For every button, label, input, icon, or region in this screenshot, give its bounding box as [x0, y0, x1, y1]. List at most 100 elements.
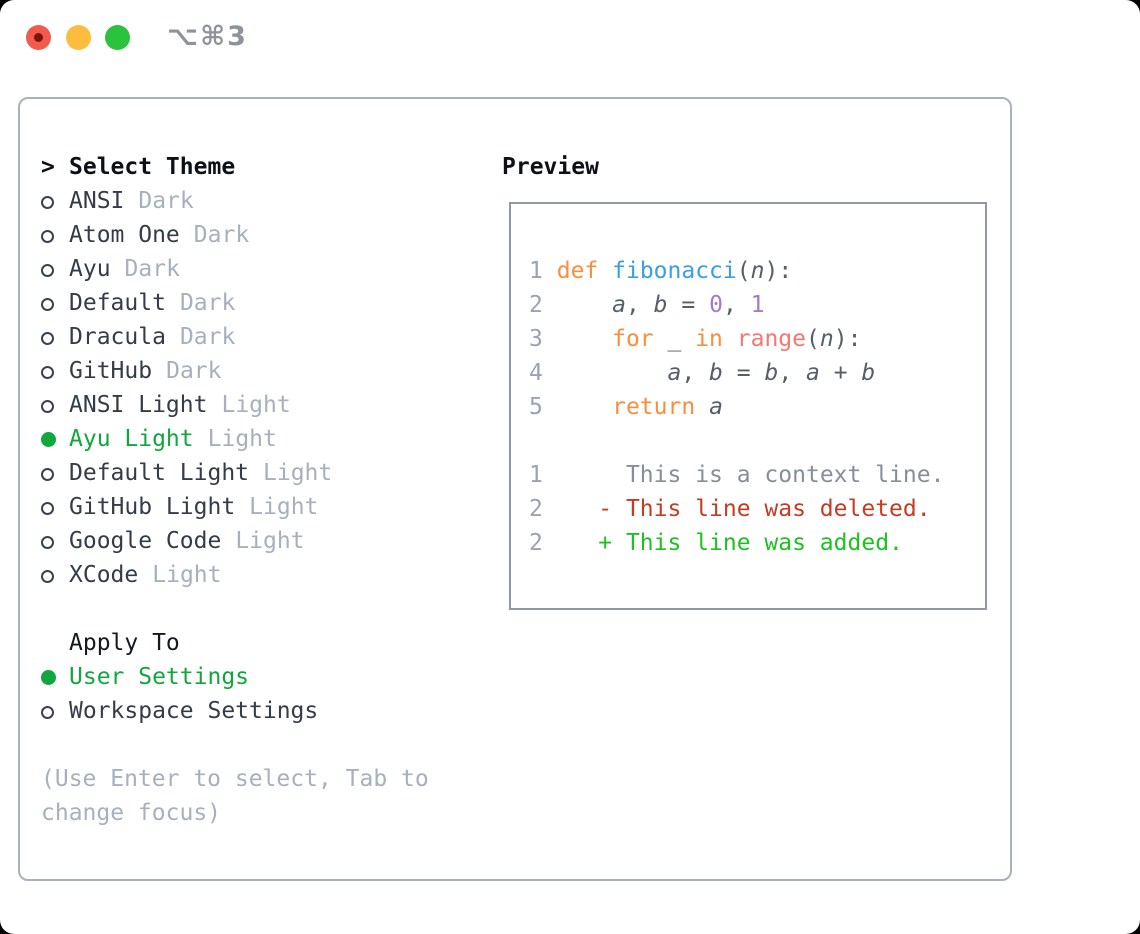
radio-circle: [41, 230, 54, 243]
apply-option-workspace-settings[interactable]: Workspace Settings: [41, 694, 429, 728]
token-ln: 3: [529, 326, 543, 352]
apply-option-user-settings[interactable]: User Settings: [41, 660, 429, 694]
theme-variant-tag: Dark: [166, 358, 222, 384]
radio-unselected-icon: [41, 694, 69, 728]
theme-option-google-code[interactable]: Google Code Light: [41, 524, 429, 558]
radio-unselected-icon: [41, 558, 69, 592]
theme-option-ayu[interactable]: Ayu Dark: [41, 252, 429, 286]
theme-option-atom-one[interactable]: Atom One Dark: [41, 218, 429, 252]
token-pl: [543, 326, 612, 352]
token-ln: 2: [529, 496, 543, 522]
preview-column: Preview 1 def fibonacci(n):2 a, b = 0, 1…: [502, 150, 987, 610]
apply-option-label: User Settings: [69, 664, 250, 690]
theme-option-github[interactable]: GitHub Dark: [41, 354, 429, 388]
theme-variant-tag: Dark: [124, 256, 180, 282]
token-pl: ):: [764, 258, 793, 284]
theme-option-label: XCode: [69, 562, 139, 588]
radio-circle: [41, 264, 54, 277]
radio-circle: [41, 502, 54, 515]
token-pl: ,: [681, 360, 710, 386]
radio-circle: [41, 298, 54, 311]
apply-option-label: Workspace Settings: [69, 698, 319, 724]
hint-line-1: (Use Enter to select, Tab to: [41, 766, 429, 792]
token-kw: def: [556, 258, 599, 284]
theme-option-default-light[interactable]: Default Light Light: [41, 456, 429, 490]
token-fn: fibonacci: [612, 258, 737, 284]
zoom-button[interactable]: [105, 25, 130, 50]
theme-variant-tag: Light: [249, 494, 319, 520]
token-nu: 1: [750, 292, 765, 318]
theme-option-label: Default: [69, 290, 166, 316]
code-line: 5 return a: [529, 390, 985, 424]
token-pl: ,: [778, 360, 807, 386]
code-line: 3 for _ in range(n):: [529, 322, 985, 356]
theme-option-ansi[interactable]: ANSI Dark: [41, 184, 429, 218]
theme-variant-tag: Light: [263, 460, 333, 486]
theme-variant-tag: Light: [152, 562, 222, 588]
theme-option-label: Ayu Light: [69, 426, 194, 452]
token-va: b: [709, 360, 723, 386]
token-pl: [543, 394, 612, 420]
theme-variant-tag: Dark: [179, 290, 236, 316]
code-line: 1 def fibonacci(n):: [529, 254, 985, 288]
token-pl: ,: [722, 292, 751, 318]
close-button[interactable]: [26, 25, 51, 50]
token-pl: =: [722, 360, 765, 386]
radio-selected-icon: [41, 660, 69, 694]
token-add: + This line was added.: [598, 530, 903, 556]
radio-unselected-icon: [41, 354, 69, 388]
radio-circle: [41, 670, 56, 685]
token-va: b: [861, 360, 876, 386]
theme-variant-tag: Dark: [193, 222, 250, 248]
minimize-button[interactable]: [66, 25, 91, 50]
token-va: a: [806, 360, 820, 386]
theme-variant-tag: Dark: [138, 188, 194, 214]
radio-selected-icon: [41, 422, 69, 456]
theme-variant-tag: Light: [235, 528, 305, 554]
token-kw: in: [695, 326, 723, 352]
radio-unselected-icon: [41, 490, 69, 524]
theme-option-default[interactable]: Default Dark: [41, 286, 429, 320]
theme-option-xcode[interactable]: XCode Light: [41, 558, 429, 592]
theme-option-label: Google Code: [69, 528, 222, 554]
theme-option-label: GitHub: [69, 358, 153, 384]
token-nu: 0: [709, 292, 723, 318]
token-ln: 1: [529, 258, 543, 284]
theme-option-label: Default Light: [69, 460, 250, 486]
code-line: 4 a, b = b, a + b: [529, 356, 985, 390]
theme-option-label: ANSI: [69, 188, 125, 214]
token-bi: range: [736, 326, 807, 352]
token-kw: return: [612, 394, 696, 420]
radio-circle: [41, 468, 54, 481]
select-theme-header: >Select Theme: [41, 150, 429, 184]
radio-unselected-icon: [41, 252, 69, 286]
token-del: - This line was deleted.: [598, 496, 931, 522]
theme-option-label: Dracula: [69, 324, 166, 350]
theme-option-label: GitHub Light: [69, 494, 236, 520]
token-ln: 4: [529, 360, 543, 386]
radio-unselected-icon: [41, 388, 69, 422]
theme-option-label: Ayu: [69, 256, 111, 282]
token-pl: [543, 258, 557, 284]
apply-to-label: Apply To: [69, 630, 180, 656]
token-pl: =: [667, 292, 710, 318]
code-line: 1 This is a context line.: [529, 458, 985, 492]
token-ln: 1: [529, 462, 543, 488]
theme-variant-tag: Light: [221, 392, 291, 418]
token-va: n: [819, 326, 834, 352]
token-pl: (: [736, 258, 751, 284]
token-pl: [598, 258, 612, 284]
theme-option-label: Atom One: [69, 222, 180, 248]
spacer: [41, 592, 429, 626]
theme-option-github-light[interactable]: GitHub Light Light: [41, 490, 429, 524]
code-line: 2 + This line was added.: [529, 526, 985, 560]
